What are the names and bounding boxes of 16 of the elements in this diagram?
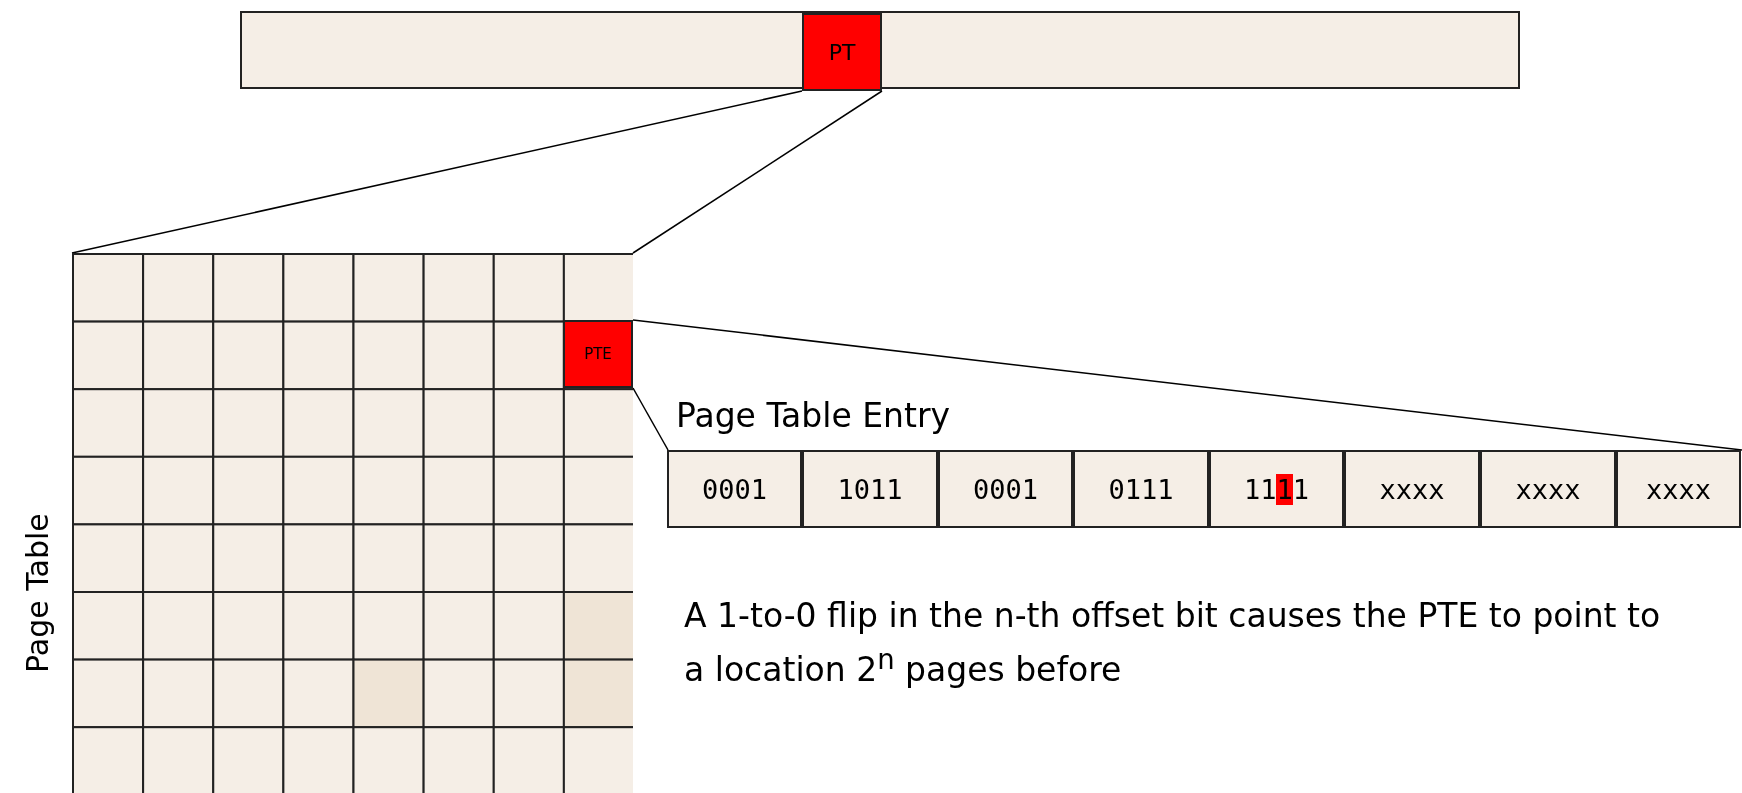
- note-text: A 1-to-0 flip in the n-th offset bit causes the PTE to point to a location 2$^{n}$ pages before: [684, 595, 1662, 691]
- bit-field-cell: xxxx: [1344, 450, 1480, 528]
- table-cell: PTE: [563, 320, 633, 388]
- bit-field-cell: 1111: [1209, 450, 1344, 528]
- bit-field-cell: 1011: [802, 450, 938, 528]
- bit-field-cell: xxxx: [1616, 450, 1741, 528]
- bit-field-cell: 0111: [1073, 450, 1209, 528]
- table-cell: PT: [802, 13, 882, 91]
- connector-line: [71, 90, 803, 254]
- bit-field-cell: 0001: [938, 450, 1073, 528]
- bit-field-cell: xxxx: [1480, 450, 1616, 528]
- memory-bar: [240, 11, 1520, 89]
- connector-line: [632, 90, 883, 254]
- row-title: Page Table Entry: [676, 396, 950, 435]
- bit-field-cell: 0001: [667, 450, 802, 528]
- axis-title: Page Table: [20, 513, 55, 673]
